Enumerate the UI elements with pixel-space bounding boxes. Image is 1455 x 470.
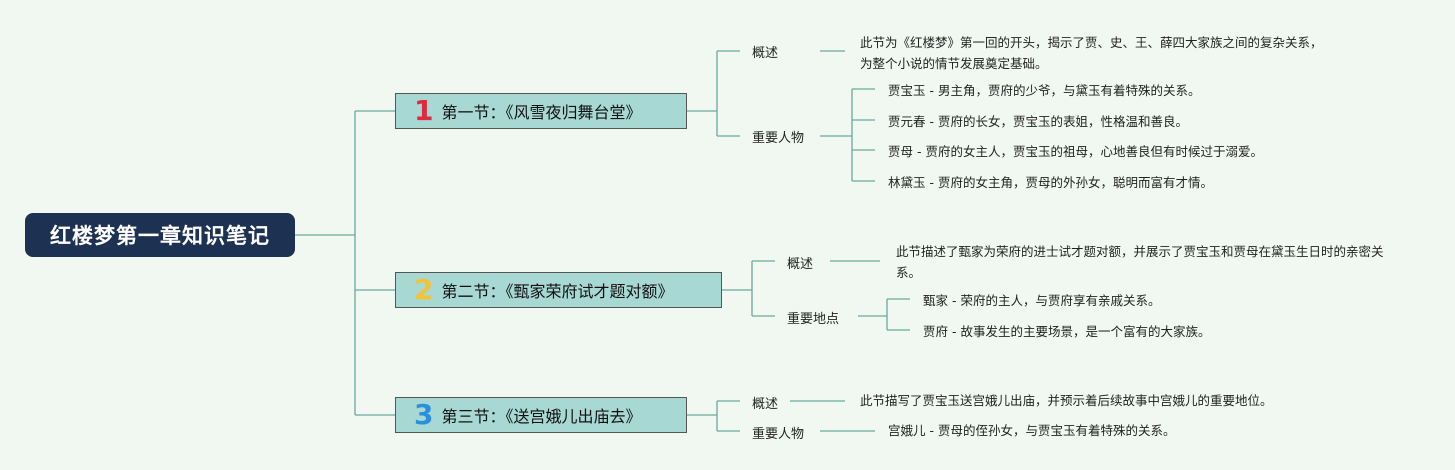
section-1-detail-item: 贾元春 - 贾府的长女，贾宝玉的表姐，性格温和善良。 (888, 114, 1188, 129)
section-1-detail-item: 贾宝玉 - 男主角，贾府的少爷，与黛玉有着特殊的关系。 (888, 83, 1201, 98)
section-3-summary-label: 概述 (752, 397, 779, 412)
section-1-detail-item: 林黛玉 - 贾府的女主角，贾母的外孙女，聪明而富有才情。 (888, 175, 1213, 190)
section-number-2: 2 (414, 273, 434, 306)
root-node[interactable]: 红楼梦第一章知识笔记 (25, 213, 295, 257)
section-node-2[interactable]: 2 第二节：《甄家荣府试才题对额》 (395, 272, 722, 308)
section-2-detail-item: 甄家 - 荣府的主人，与贾府享有亲戚关系。 (923, 293, 1161, 308)
section-3-summary-text: 此节描写了贾宝玉送宫娥儿出庙，并预示着后续故事中宫娥儿的重要地位。 (860, 393, 1273, 408)
section-node-3[interactable]: 3 第三节：《送宫娥儿出庙去》 (395, 397, 687, 433)
section-3-detail-label: 重要人物 (752, 427, 805, 442)
section-title-2: 第二节：《甄家荣府试才题对额》 (441, 282, 674, 301)
section-2-summary-label: 概述 (787, 257, 814, 272)
section-number-1: 1 (414, 94, 434, 127)
section-number-3: 3 (414, 398, 434, 431)
section-2-detail-label: 重要地点 (787, 312, 840, 327)
root-title: 红楼梦第一章知识笔记 (50, 224, 270, 248)
section-title-1: 第一节：《风雪夜归舞台堂》 (441, 103, 642, 122)
section-1-summary-label: 概述 (752, 46, 779, 61)
section-2-detail-item: 贾府 - 故事发生的主要场景，是一个富有的大家族。 (923, 324, 1211, 339)
section-2-summary-text: 此节描述了甄家为荣府的进士试才题对额，并展示了贾宝玉和贾母在黛玉生日时的亲密关系… (896, 244, 1384, 280)
section-node-1[interactable]: 1 第一节：《风雪夜归舞台堂》 (395, 93, 687, 129)
section-title-3: 第三节：《送宫娥儿出庙去》 (441, 407, 642, 426)
section-3-detail-item: 宫娥儿 - 贾母的侄孙女，与贾宝玉有着特殊的关系。 (888, 423, 1176, 438)
section-1-detail-label: 重要人物 (752, 131, 805, 146)
section-1-summary-text: 此节为《红楼梦》第一回的开头，揭示了贾、史、王、薛四大家族之间的复杂关系，为整个… (860, 35, 1323, 71)
section-1-detail-item: 贾母 - 贾府的女主人，贾宝玉的祖母，心地善良但有时候过于溺爱。 (888, 144, 1263, 159)
